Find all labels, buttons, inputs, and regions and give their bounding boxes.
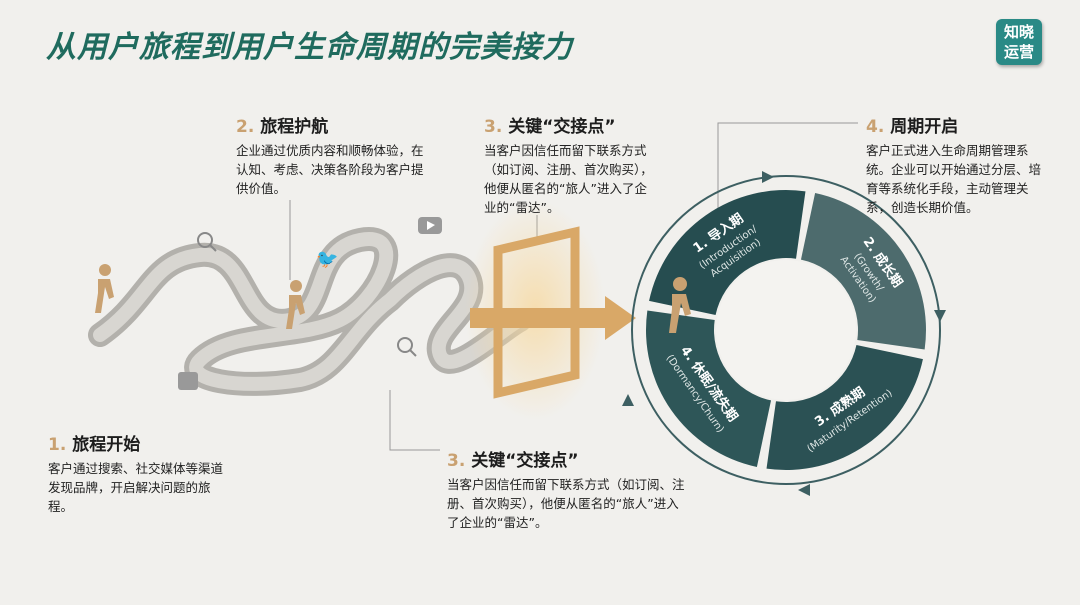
ring-center <box>716 260 856 400</box>
step-handoff-top: 3. 关键“交接点”当客户因信任而留下联系方式（如订阅、注册、首次购买），他便从… <box>484 117 653 215</box>
page-title: 从用户旅程到用户生命周期的完美接力 <box>46 30 573 65</box>
cycle-arrowhead <box>622 394 634 406</box>
cycle-arrow <box>631 175 941 485</box>
lifecycle-ring: 1. 导入期(Introduction/Acquisition)2. 成长期(G… <box>622 171 946 496</box>
search-icon <box>197 232 217 252</box>
cycle-segment <box>800 193 926 350</box>
cycle-segment <box>766 344 923 471</box>
twitter-icon: 🐦 <box>316 249 338 270</box>
search-icon <box>397 337 417 357</box>
cycle-arrowhead <box>934 310 946 322</box>
step-cycle-start: 4. 周期开启客户正式进入生命周期管理系统。企业可以开始通过分层、培育等系统化手… <box>866 117 1042 215</box>
walker-person-icon <box>95 264 114 313</box>
walker-person-icon <box>286 280 305 329</box>
door-frame <box>493 226 580 399</box>
video-icon <box>178 372 198 390</box>
handoff-arrow <box>470 296 636 340</box>
cycle-segment <box>646 310 772 467</box>
walker-person-icon <box>669 277 691 333</box>
cycle-arrowhead <box>798 484 810 496</box>
cycle-segment <box>649 190 806 316</box>
step-journey-escort: 2. 旅程护航企业通过优质内容和顺畅体验，在认知、考虑、决策各阶段为客户提供价值… <box>236 117 424 196</box>
cycle-arrowhead <box>762 171 774 183</box>
step-handoff-bottom: 3. 关键“交接点”当客户因信任而留下联系方式（如订阅、注册、首次购买），他便从… <box>447 451 685 530</box>
step-journey-start: 1. 旅程开始客户通过搜索、社交媒体等渠道发现品牌，开启解决问题的旅程。 <box>48 435 224 514</box>
logo: 知晓运营 <box>996 19 1042 65</box>
